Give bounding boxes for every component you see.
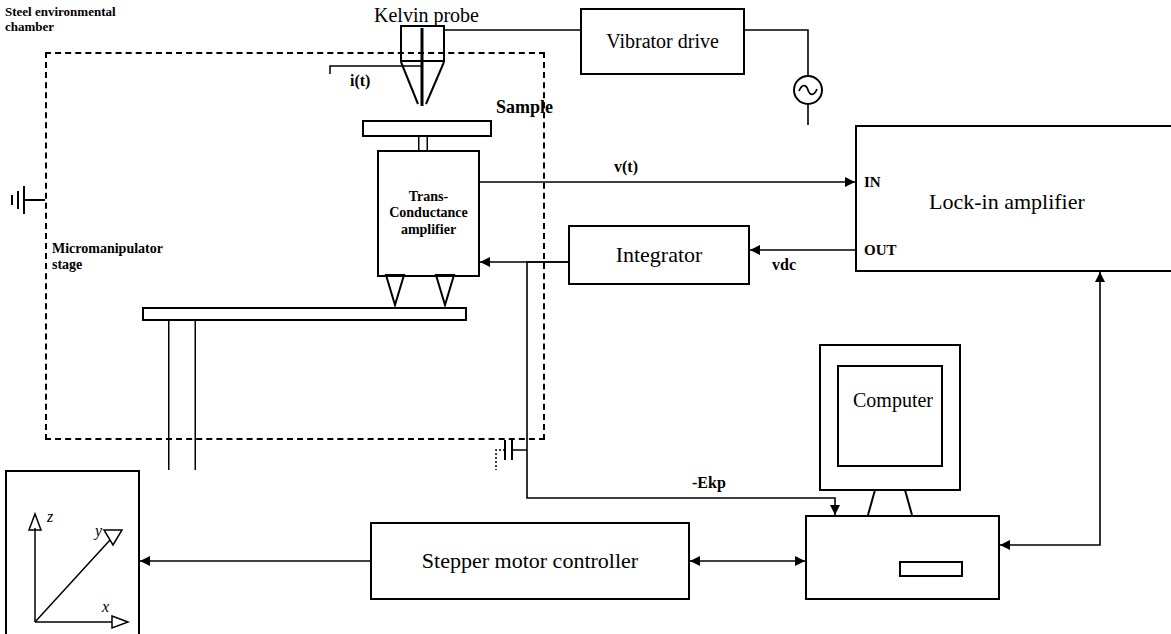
computer-unit: Computer — [805, 515, 1000, 600]
node-text: y — [95, 522, 102, 540]
sample-plate: Sample — [362, 120, 492, 137]
signal-name: i(t) — [348, 72, 372, 90]
monitor-stand — [868, 490, 912, 515]
node-text: Lock-in amplifier — [929, 189, 1085, 214]
ground-symbol — [23, 186, 25, 214]
node-text: x — [102, 598, 109, 616]
amplifier-box: Trans- Conductance amplifier — [377, 150, 480, 277]
signal-name: vdc — [770, 256, 798, 274]
capacitor-symbol — [511, 440, 513, 460]
node-text: Steel environmental chamber — [5, 5, 129, 35]
process-box: Vibrator drive — [580, 8, 745, 75]
signal-line — [690, 560, 805, 562]
amplifier-leg — [436, 275, 454, 305]
signal-line — [1000, 272, 1100, 545]
node-text: z — [47, 508, 53, 526]
signal-name: -Ekp — [690, 474, 728, 492]
node-text: Computer — [842, 389, 944, 412]
signal-line — [480, 181, 855, 183]
z-axis — [34, 528, 36, 622]
signal-line — [527, 262, 835, 515]
support-post — [418, 137, 428, 150]
probe-cone — [401, 62, 418, 104]
signal-line — [140, 560, 370, 562]
monitor-screen — [838, 366, 942, 466]
axis-arrowhead — [104, 530, 122, 545]
environmental-chamber: Steel environmental chamberSampleTrans- … — [45, 52, 545, 440]
signal-line — [745, 30, 808, 125]
post-fill — [170, 321, 195, 470]
ground-symbol — [11, 195, 13, 205]
node-text: Integrator — [611, 242, 708, 267]
node-text: IN — [864, 174, 881, 191]
ground-wire — [24, 199, 45, 201]
node-text: Micromanipulator stage — [52, 241, 178, 273]
monitor-frame — [820, 345, 960, 490]
signal-name: v(t) — [612, 158, 640, 176]
kelvin-probe: Kelvin probe — [400, 25, 445, 62]
signal-line — [445, 29, 580, 31]
current-wire — [330, 66, 421, 74]
capacitor-wire — [512, 449, 527, 451]
node-text: Stepper motor controller — [417, 548, 643, 573]
node-text: Trans- Conductance amplifier — [379, 189, 478, 237]
drive-slot — [900, 562, 962, 576]
signal-line — [750, 249, 855, 251]
ground-symbol — [17, 191, 19, 209]
node-text: Vibrator drive — [601, 30, 724, 53]
probe-cone — [426, 62, 444, 104]
process-box: Integrator — [568, 225, 750, 285]
post-fill — [420, 137, 427, 150]
probe-stem — [421, 28, 424, 106]
process-box: IN Lock-in amplifierOUT — [855, 125, 1171, 272]
node-text: OUT — [864, 242, 897, 259]
xyz-stage-box: z y x — [5, 470, 140, 634]
process-box: Stepper motor controller — [370, 522, 690, 600]
y-axis — [35, 540, 110, 622]
x-axis — [35, 621, 112, 623]
axis-arrowhead — [29, 514, 41, 530]
amplifier-leg — [386, 275, 404, 305]
axis-arrowhead — [112, 616, 128, 628]
node-text: Kelvin probe — [374, 4, 479, 27]
capacitor-wire — [496, 450, 505, 470]
support-post — [168, 321, 196, 470]
ac-source-symbol — [799, 86, 817, 95]
node-text: Sample — [496, 97, 553, 118]
ac-source-symbol — [794, 76, 822, 104]
stage-plate: Micromanipulator stage — [142, 307, 467, 321]
